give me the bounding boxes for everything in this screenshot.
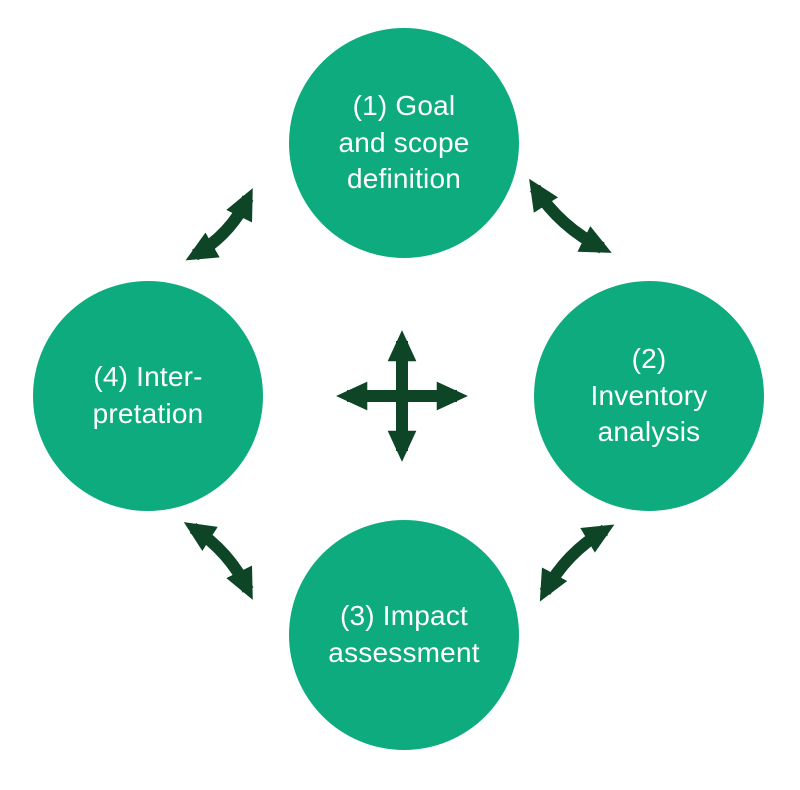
double-arrow-top-right-icon <box>529 178 612 254</box>
node-interpretation: (4) Inter- pretation <box>33 281 263 511</box>
node-label-inventory-analysis: (2) Inventory analysis <box>590 342 708 448</box>
node-goal-and-scope-definition: (1) Goal and scope definition <box>289 28 519 258</box>
four-way-arrow-icon <box>336 330 468 462</box>
node-label-goal-and-scope-definition: (1) Goal and scope definition <box>338 89 470 195</box>
node-label-impact-assessment: (3) Impact assessment <box>328 600 480 668</box>
double-arrow-top-left-icon <box>185 188 254 261</box>
node-inventory-analysis: (2) Inventory analysis <box>534 281 764 511</box>
double-arrow-bottom-right-icon <box>539 524 615 602</box>
node-label-interpretation: (4) Inter- pretation <box>92 361 204 429</box>
double-arrow-bottom-left-icon <box>183 522 254 600</box>
node-impact-assessment: (3) Impact assessment <box>289 520 519 750</box>
